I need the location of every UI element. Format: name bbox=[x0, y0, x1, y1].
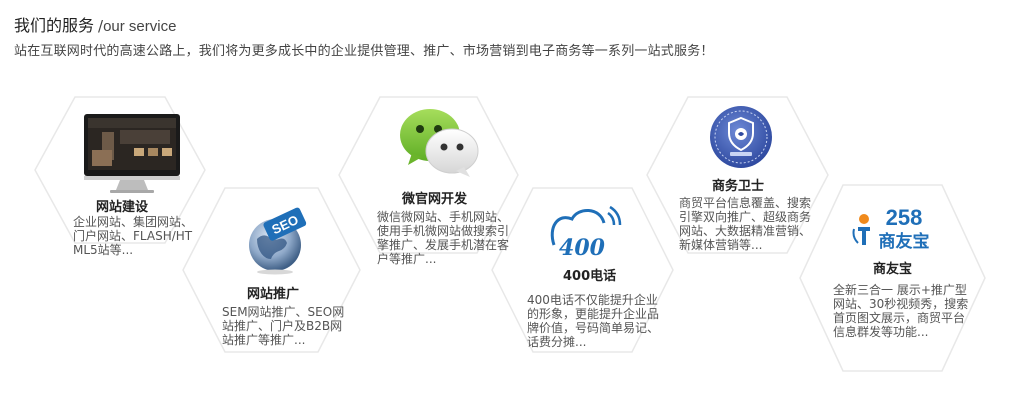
258-logo-icon: 258 商友宝 bbox=[852, 205, 930, 251]
service-name: 网站建设 bbox=[96, 200, 149, 215]
service-desc: 微信微网站、手机网站、使用手机微网站做搜索引擎推广、发展手机潜在客户等推广... bbox=[377, 210, 510, 266]
service-name: 商务卫士 bbox=[712, 179, 765, 194]
service-name: 微官网开发 bbox=[402, 192, 468, 207]
service-name: 400电话 bbox=[563, 269, 617, 284]
hex-outline-6 bbox=[799, 184, 986, 372]
service-desc: 企业网站、集团网站、门户网站、FLASH/HTML5站等... bbox=[73, 215, 194, 257]
service-desc: SEM网站推广、SEO网站推广、门户及B2B网站推广等推广... bbox=[222, 305, 345, 347]
400-logo-text: 400 bbox=[559, 235, 606, 261]
258-logo-text: 商友宝 bbox=[879, 231, 930, 251]
hex-outline-4 bbox=[491, 187, 674, 353]
seo-globe-icon: SEO bbox=[249, 207, 307, 275]
section-title-en: our service bbox=[103, 18, 177, 35]
wechat-icon bbox=[400, 109, 479, 177]
service-desc: 全新三合一 展示+推广型网站、30秒视频秀，搜索首页图文展示，商贸平台信息群发等… bbox=[833, 283, 969, 339]
hex-outline-3 bbox=[338, 96, 519, 254]
258-logo-number: 258 bbox=[886, 205, 923, 230]
service-desc: 400电话不仅能提升企业的形象，更能提升企业品牌价值，号码简单易记、话费分摊..… bbox=[527, 293, 660, 349]
service-name: 网站推广 bbox=[247, 287, 300, 302]
section-title: 我们的服务 bbox=[14, 16, 95, 35]
section-header: 我们的服务/our service bbox=[14, 12, 176, 36]
hex-outline-5 bbox=[646, 96, 829, 254]
title-row: 我们的服务/our service bbox=[14, 12, 176, 36]
400-logo-icon: 400 bbox=[550, 205, 622, 261]
service-name: 商友宝 bbox=[873, 262, 913, 277]
service-desc: 商贸平台信息覆盖、搜索引擎双向推广、超级商务网站、大数据精准营销、新媒体营销等.… bbox=[679, 196, 812, 252]
section-subtitle: 站在互联网时代的高速公路上，我们将为更多成长中的企业提供管理、推广、市场营销到电… bbox=[14, 44, 714, 59]
shield-badge-icon bbox=[710, 106, 772, 168]
title-separator: / bbox=[98, 17, 104, 35]
computer-icon bbox=[84, 114, 180, 193]
